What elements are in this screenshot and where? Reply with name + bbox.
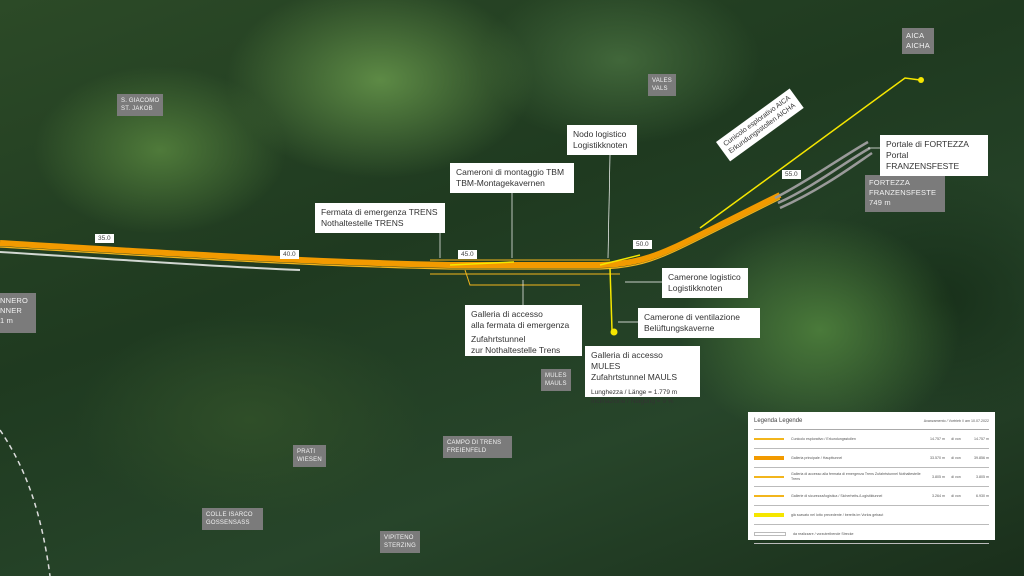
legend-sep: di von — [951, 474, 961, 479]
mules-portal-marker — [610, 328, 618, 336]
legend-label: Galleria principale / Haupttunnel — [791, 455, 843, 460]
aica-marker — [918, 77, 924, 83]
existing-section — [449, 254, 641, 266]
legend-row: già scavato nel lotto precedente / berei… — [754, 506, 989, 525]
legend-swatch — [754, 438, 784, 440]
main-tunnel-line — [0, 192, 782, 268]
km-marker: 55.0 — [782, 170, 801, 179]
legend-done: 3.805 m — [932, 474, 945, 479]
safety-tunnel-line — [430, 259, 620, 275]
legend-title: Legenda Legende — [754, 418, 803, 424]
legend-swatch — [754, 476, 784, 478]
legend-sep: di von — [951, 436, 961, 441]
legend-row: Galleria principale / Haupttunnel 33.570 … — [754, 449, 989, 468]
legend-row: Gallerie di sicurezza/logistica / Sicher… — [754, 487, 989, 506]
legend-swatch — [754, 532, 786, 536]
legend-sep: di von — [951, 455, 961, 460]
legend-swatch — [754, 495, 784, 497]
legend-done: 3.264 m — [932, 493, 945, 498]
km-marker: 50.0 — [633, 240, 652, 249]
legend: Legenda Legende Avanzamento / Vortrieb //… — [748, 412, 995, 544]
legend-status: Avanzamento / Vortrieb // am 10.07.2022 — [923, 419, 989, 423]
legend-total: 6.930 m — [976, 493, 989, 498]
legend-row: Cunicolo esplorativo / Erkundungsstollen… — [754, 430, 989, 449]
legend-label: Cunicolo esplorativo / Erkundungsstollen — [791, 436, 856, 441]
legend-label: da realizzare / vorzutreibende Strecke — [793, 531, 854, 536]
legend-row: da realizzare / vorzutreibende Strecke — [754, 525, 989, 544]
km-marker: 35.0 — [95, 234, 114, 243]
access-tunnel-trens — [464, 269, 580, 286]
legend-label: già scavato nel lotto precedente / berei… — [791, 512, 884, 517]
border-dashed-line — [0, 429, 51, 576]
legend-row: Galleria di accesso alla fermata di emer… — [754, 468, 989, 487]
exploratory-tunnel-line — [699, 77, 921, 229]
legend-label: Gallerie di sicurezza/logistica / Sicher… — [791, 493, 883, 498]
legend-sep: di von — [951, 493, 961, 498]
main-tunnel-line-2 — [0, 198, 781, 270]
legend-done: 14.757 m — [930, 436, 945, 441]
km-marker: 45.0 — [458, 250, 477, 259]
access-tunnel-mules — [609, 267, 613, 331]
legend-total: 14.757 m — [974, 436, 989, 441]
legend-total: 3.805 m — [976, 474, 989, 479]
planned-route-line — [0, 251, 301, 271]
legend-done: 33.570 m — [930, 455, 945, 460]
legend-swatch — [754, 513, 784, 517]
legend-label: Galleria di accesso alla fermata di emer… — [791, 472, 921, 481]
km-marker: 40.0 — [280, 250, 299, 259]
fortezza-tunnels — [774, 140, 873, 210]
legend-total: 39.856 m — [974, 455, 989, 460]
legend-swatch — [754, 456, 784, 460]
